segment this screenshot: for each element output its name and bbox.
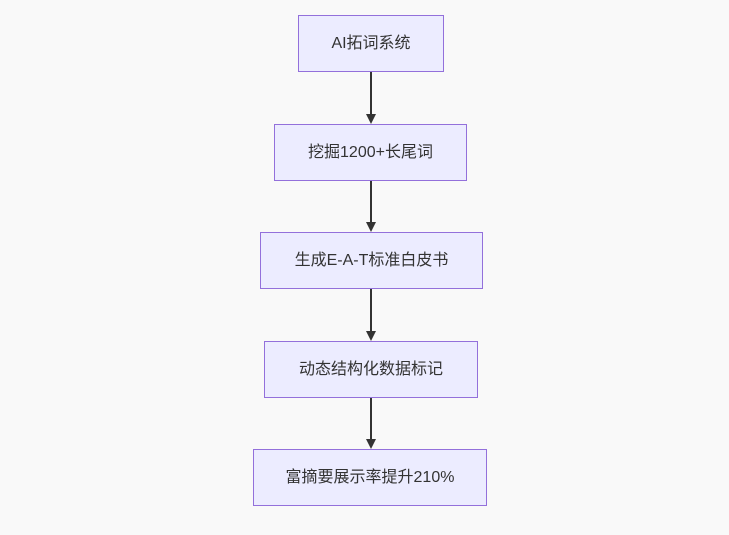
node-longtail-keyword-mining: 挖掘1200+长尾词 <box>274 124 467 181</box>
node-eat-whitepaper-generation: 生成E-A-T标准白皮书 <box>260 232 483 289</box>
node-label: 挖掘1200+长尾词 <box>308 143 433 161</box>
edge-3 <box>364 289 377 341</box>
arrowhead-down-icon <box>365 331 376 341</box>
edge-line <box>369 398 372 445</box>
edge-4 <box>364 398 377 449</box>
arrowhead-down-icon <box>365 439 376 449</box>
node-dynamic-structured-data-markup: 动态结构化数据标记 <box>264 341 478 398</box>
edge-2 <box>364 181 377 232</box>
node-label: AI拓词系统 <box>331 34 411 52</box>
node-ai-keyword-expansion-system: AI拓词系统 <box>298 15 444 72</box>
node-label: 动态结构化数据标记 <box>298 360 443 378</box>
node-label: 富摘要展示率提升210% <box>285 468 455 486</box>
edge-line <box>369 181 372 228</box>
arrowhead-down-icon <box>365 222 376 232</box>
edge-line <box>369 289 372 337</box>
node-rich-snippet-rate-increase: 富摘要展示率提升210% <box>253 449 487 506</box>
arrowhead-down-icon <box>365 114 376 124</box>
edge-1 <box>364 72 377 124</box>
node-label: 生成E-A-T标准白皮书 <box>294 251 449 269</box>
edge-line <box>369 72 372 120</box>
